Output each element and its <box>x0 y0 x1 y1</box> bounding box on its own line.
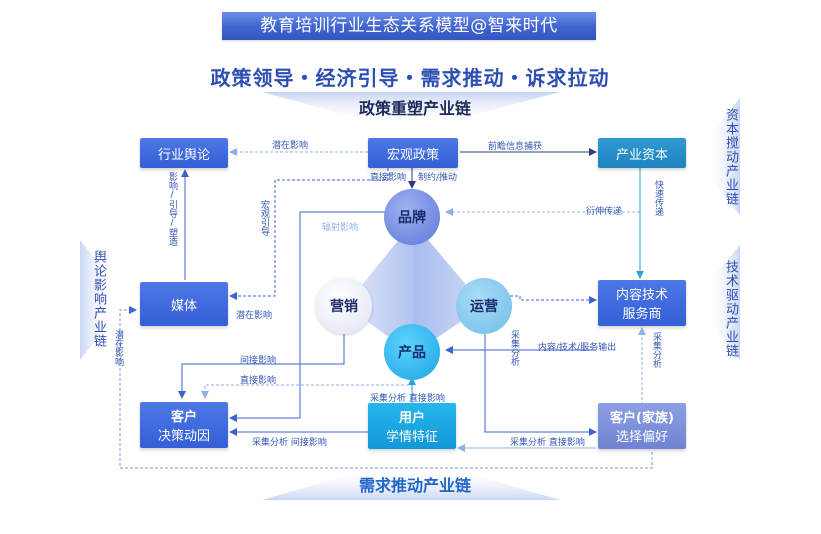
edge-direct-influence-2: 直接影响 <box>240 376 277 386</box>
edge-collect-analyze-2: 采集分析 <box>651 332 661 368</box>
content-tech-line1: 内容技术 <box>615 288 668 303</box>
industry-opinion-box[interactable]: 行业舆论 <box>140 138 228 168</box>
industry-opinion-label: 行业舆论 <box>157 147 210 163</box>
brand-circle[interactable]: 品牌 <box>384 189 440 245</box>
content-tech-box[interactable]: 内容技术 服务商 <box>598 280 686 326</box>
chain-label-bottom: 需求推动产业链 <box>358 476 471 495</box>
slogan: 政策领导・经济引导・需求推动・诉求拉动 <box>210 66 610 90</box>
edge-radiation-influence: 辐射影响 <box>322 223 359 233</box>
edge-latent-influence-left: 潜在影响 <box>113 330 123 366</box>
user-line2: 学情特征 <box>385 430 438 445</box>
bottom-banner <box>262 468 560 500</box>
diamond-right <box>413 222 484 354</box>
line-policy-to-media-dashed <box>229 168 389 300</box>
edge-collect-analyze-1: 采集分析 <box>509 330 519 366</box>
line-operation-to-content <box>500 295 597 304</box>
edge-latent-influence-media: 潜在影响 <box>236 311 273 321</box>
brand-label: 品牌 <box>398 210 426 226</box>
macro-policy-label: 宏观政策 <box>386 147 439 163</box>
edge-fast-transmission: 快速传递 <box>653 180 663 216</box>
left-banner <box>80 240 112 360</box>
edge-indirect-influence-1: 间接影响 <box>240 356 277 366</box>
customer-decision-box[interactable]: 客户 决策动因 <box>140 402 228 448</box>
marketing-label: 营销 <box>330 299 358 315</box>
customer-family-box[interactable]: 客户(家族) 选择偏好 <box>598 403 686 449</box>
line-brand-radiation <box>229 211 385 422</box>
edge-collect-analyze-direct-2: 采集分析 直接影响 <box>510 438 585 448</box>
edge-forward-info: 前瞻信息捕获 <box>488 142 543 152</box>
operation-circle[interactable]: 运营 <box>456 278 512 334</box>
edge-macro-guide: 宏观引导 <box>259 200 269 236</box>
diamond-left <box>345 222 413 354</box>
operation-label: 运营 <box>470 299 498 315</box>
line-outer-loop <box>119 306 653 469</box>
diagram-title: 教育培训行业生态关系模型@智来时代 <box>222 12 596 40</box>
chain-label-top: 政策重塑产业链 <box>358 99 471 118</box>
edge-derivative-transmission: 衍伸传递 <box>586 207 623 217</box>
edge-latent-influence-top: 潜在影响 <box>272 141 309 151</box>
content-tech-line2: 服务商 <box>622 307 662 322</box>
industry-capital-box[interactable]: 产业资本 <box>598 138 686 168</box>
customer-decision-line2: 决策动因 <box>157 429 210 444</box>
line-operation-to-family <box>484 326 597 436</box>
right-banner-bottom <box>706 245 740 360</box>
chain-label-right-bottom: 技术驱动产业链 <box>723 260 738 358</box>
top-banner <box>262 92 560 124</box>
industry-capital-label: 产业资本 <box>615 147 668 163</box>
chain-label-right-top: 资本搅动产业链 <box>723 108 738 206</box>
chain-label-left: 舆论影响产业链 <box>91 250 106 348</box>
edge-content-tech-service: 内容/技术/服务输出 <box>538 343 617 353</box>
edge-collect-analyze-direct: 采集分析 直接影响 <box>370 394 445 404</box>
edge-constraint-drive: 制约/推动 <box>418 173 458 183</box>
line-product-direct <box>201 378 413 399</box>
media-box[interactable]: 媒体 <box>140 282 228 326</box>
customer-family-line2: 选择偏好 <box>615 430 668 445</box>
user-line1: 用户 <box>398 411 425 426</box>
macro-policy-box[interactable]: 宏观政策 <box>368 138 458 168</box>
user-box[interactable]: 用户 学情特征 <box>368 403 456 449</box>
product-label: 产品 <box>398 345 426 361</box>
product-circle[interactable]: 产品 <box>384 324 440 380</box>
customer-decision-line1: 客户 <box>170 410 197 425</box>
edge-direct-influence: 直接影响 <box>370 173 407 183</box>
line-marketing-indirect <box>178 330 345 399</box>
marketing-circle[interactable]: 营销 <box>316 278 372 334</box>
customer-family-line1: 客户(家族) <box>610 411 674 426</box>
right-banner-top <box>706 98 740 215</box>
media-label: 媒体 <box>170 298 197 314</box>
edge-influence-guide: 影响/引导/塑造 <box>167 172 177 246</box>
edge-collect-analyze-indirect: 采集分析 间接影响 <box>252 438 327 448</box>
